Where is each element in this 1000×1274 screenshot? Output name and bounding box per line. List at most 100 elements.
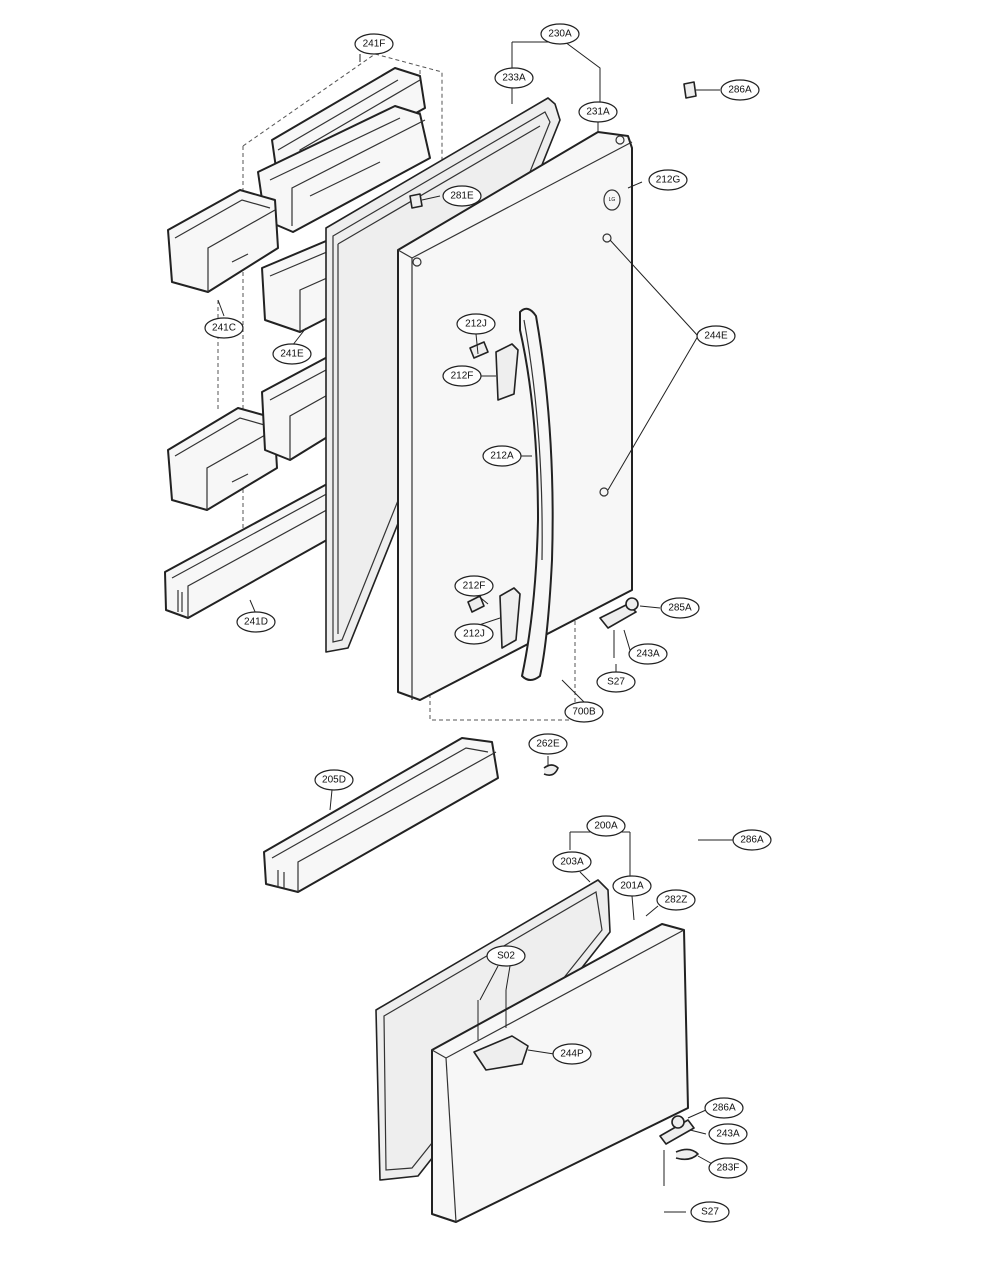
small-hardware-upper [409,81,697,776]
callout-label: 205D [322,775,346,786]
callout-212f-top: 212F [442,365,482,387]
callout-label: 241D [244,617,268,628]
callout-label: S27 [701,1207,719,1218]
callout-212j-bottom: 212J [454,623,494,645]
callout-s02: S02 [486,945,526,967]
callout-label: 243A [636,649,660,660]
callout-286a-lower: 286A [704,1097,744,1119]
callout-oval [720,79,760,101]
callout-244e: 244E [696,325,736,347]
callout-231a: 231A [578,101,618,123]
callout-label: 281E [450,191,474,202]
callout-203a: 203A [552,851,592,873]
callout-oval [708,1123,748,1145]
refrigerator-door-201a [431,923,699,1223]
callout-oval [696,325,736,347]
callout-label: 241E [280,349,304,360]
door-shelf-205d [263,737,499,893]
callout-oval [528,733,568,755]
callout-212f-bottom: 212F [454,575,494,597]
callout-s27-upper: S27 [596,671,636,693]
callout-label: 241C [212,323,236,334]
callout-243a-lower: 243A [708,1123,748,1145]
callout-label: 262E [536,739,560,750]
callout-282z: 282Z [656,889,696,911]
callout-233a: 233A [494,67,534,89]
callout-label: 212A [490,451,514,462]
callout-label: 200A [594,821,618,832]
callout-label: 286A [712,1103,736,1114]
callout-241f: 241F [354,33,394,55]
callout-oval [272,343,312,365]
callout-label: 286A [728,85,752,96]
callout-oval [314,769,354,791]
callout-label: S27 [607,677,625,688]
callout-241c: 241C [204,317,244,339]
callout-label: 282Z [665,895,688,906]
callout-label: 212J [463,629,485,640]
callout-oval [486,945,526,967]
small-bin-241c-lower [167,407,278,511]
door-bin-241f [257,67,431,233]
callout-oval [578,101,618,123]
callout-oval [540,23,580,45]
callout-262e: 262E [528,733,568,755]
callout-oval [732,829,772,851]
callout-oval [648,169,688,191]
brand-logo-text: LG [609,197,616,203]
callout-label: 212F [463,581,486,592]
callout-oval [552,851,592,873]
callout-oval [586,815,626,837]
callout-243a-upper: 243A [628,643,668,665]
callout-oval [456,313,496,335]
callout-label: 203A [560,857,584,868]
door-handle-244p [473,1035,529,1071]
callout-241e: 241E [272,343,312,365]
callout-oval [494,67,534,89]
callout-oval [628,643,668,665]
callout-label: 700B [572,707,596,718]
callout-212j-top: 212J [456,313,496,335]
callout-s27-lower: S27 [690,1201,730,1223]
callout-oval [704,1097,744,1119]
callout-201a: 201A [612,875,652,897]
callout-label: 244P [560,1049,584,1060]
callout-oval [454,623,494,645]
callout-oval [690,1201,730,1223]
callout-label: 231A [586,107,610,118]
callout-oval [204,317,244,339]
callout-286a-mid: 286A [732,829,772,851]
brand-logo-icon [603,189,621,211]
callout-label: 212G [656,175,681,186]
callout-oval [442,365,482,387]
callout-label: S02 [497,951,515,962]
callout-200a: 200A [586,815,626,837]
callout-label: 233A [502,73,526,84]
callout-label: 212F [451,371,474,382]
callout-212g: 212G [648,169,688,191]
callout-oval [596,671,636,693]
callout-label: 285A [668,603,692,614]
callout-oval [660,597,700,619]
callout-oval [612,875,652,897]
part-callouts: 241F 230A 233A 231A 286A 212G 281E 244E 241C 241E… [204,23,772,1223]
small-bin-241c-upper [167,189,279,293]
callout-241d: 241D [236,611,276,633]
freezer-door-231a: LG [397,131,633,701]
callout-oval [442,185,482,207]
callout-label: 283F [717,1163,740,1174]
callout-oval [354,33,394,55]
callout-oval [552,1043,592,1065]
callout-label: 230A [548,29,572,40]
callout-281e: 281E [442,185,482,207]
door-handle-212a [467,307,554,681]
callout-label: 244E [704,331,728,342]
callout-oval [482,445,522,467]
callout-label: 286A [740,835,764,846]
callout-230a: 230A [540,23,580,45]
callout-286a-top: 286A [720,79,760,101]
callout-oval [454,575,494,597]
callout-oval [236,611,276,633]
callout-285a: 285A [660,597,700,619]
